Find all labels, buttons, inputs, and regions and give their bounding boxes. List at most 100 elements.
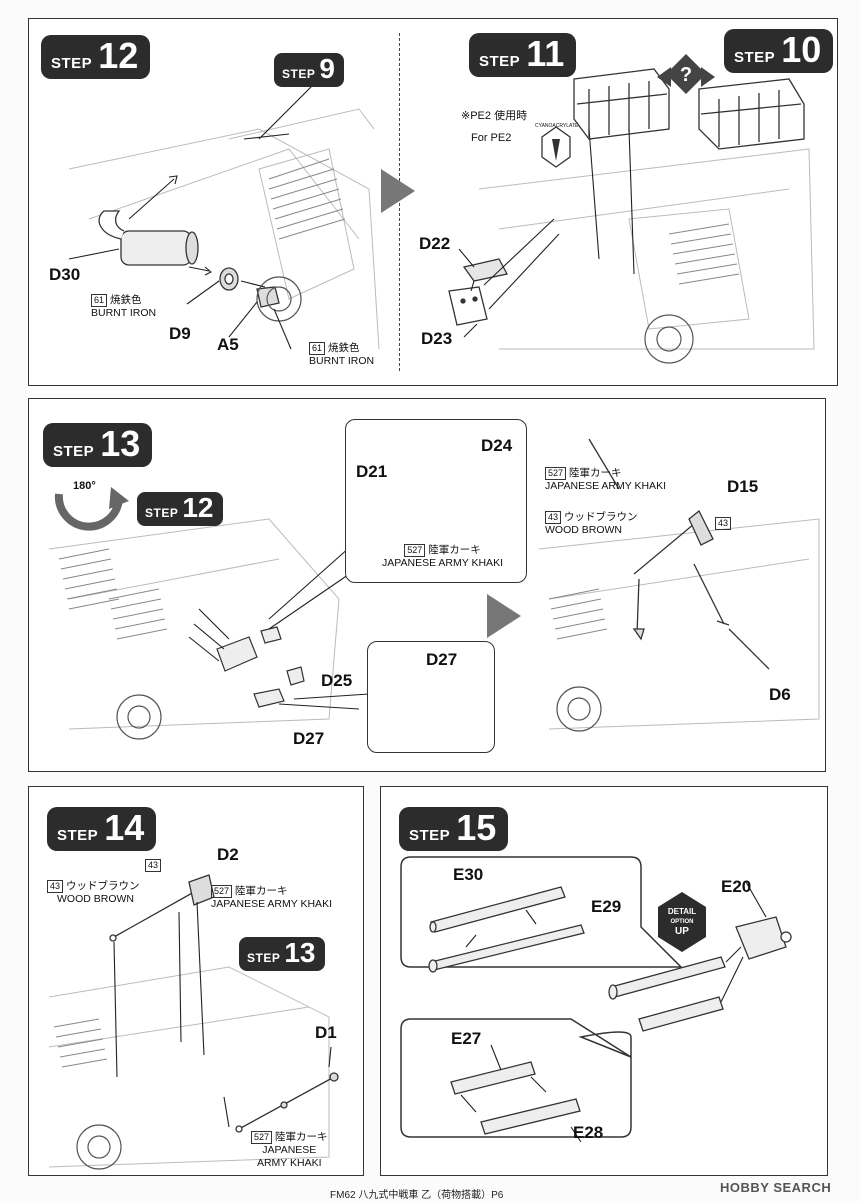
step-number: 11 <box>526 33 565 74</box>
pe2-note-en: For PE2 <box>471 132 512 144</box>
next-step-arrow <box>381 169 415 213</box>
step-word: STEP <box>57 827 99 844</box>
cyanoacrylate-label: CYANOACRYLATE <box>535 123 579 129</box>
step-number: 13 <box>284 937 316 968</box>
paint-code: 527 <box>211 885 233 898</box>
paint-name-en: WOOD BROWN <box>545 524 622 536</box>
part-d27: D27 <box>293 729 325 748</box>
step-number: 12 <box>98 35 139 76</box>
step-word: STEP <box>479 53 521 70</box>
step-10-badge: STEP 10 <box>724 29 834 73</box>
part-e30: E30 <box>453 865 484 884</box>
step15-panel: STEP 15 E30 E29 E20 E27 E28 DETAIL OPTIO… <box>380 786 828 1176</box>
e30-e29-detail-bubble <box>400 856 683 968</box>
paint-code: 61 <box>309 342 326 355</box>
rotate-180-label: 180° <box>73 480 96 492</box>
step-13-badge: STEP 13 <box>43 423 153 467</box>
paint-code: 43 <box>145 859 162 872</box>
alternate-option-icon: ? <box>657 54 715 94</box>
detail-bubble-d27: D27 <box>367 641 495 753</box>
part-d22: D22 <box>419 234 451 253</box>
step-14-badge: STEP 14 <box>47 807 157 851</box>
step-word: STEP <box>409 827 451 844</box>
paint-name-en: WOOD BROWN <box>57 893 134 905</box>
paint-code: 43 <box>545 511 562 524</box>
paint-code: 527 <box>404 544 426 557</box>
part-e27: E27 <box>451 1029 482 1048</box>
step-number: 13 <box>100 423 141 464</box>
step-word: STEP <box>282 67 316 81</box>
part-a5: A5 <box>217 335 239 354</box>
paint-name-en: JAPANESE ARMY KHAKI <box>545 480 666 492</box>
next-step-arrow <box>487 594 521 638</box>
part-d1: D1 <box>315 1023 337 1042</box>
step-9-ref-badge: STEP 9 <box>274 53 344 87</box>
paint-ref-43-d2: 43 <box>145 859 164 872</box>
part-d25: D25 <box>321 671 353 690</box>
step-number: 9 <box>319 53 335 84</box>
part-d23: D23 <box>421 329 453 348</box>
step-number: 12 <box>182 492 214 523</box>
step-word: STEP <box>51 55 93 72</box>
svg-text:?: ? <box>680 64 692 86</box>
paint-code: 527 <box>251 1131 273 1144</box>
part-d6: D6 <box>769 685 791 704</box>
step-number: 10 <box>781 29 822 70</box>
step-13-ref-badge: STEP 13 <box>239 937 325 971</box>
paint-name-jp: 陸軍カーキ <box>235 885 288 897</box>
cyanoacrylate-glue-icon <box>541 126 571 168</box>
paint-name-en: BURNT IRON <box>309 355 375 367</box>
paint-name-en-2: ARMY KHAKI <box>256 1157 322 1169</box>
step-12-ref-badge: STEP 12 <box>137 492 223 526</box>
paint-name-en: JAPANESE ARMY KHAKI <box>382 557 503 569</box>
step-number: 14 <box>104 807 145 848</box>
option-word: OPTION <box>670 919 694 925</box>
paint-ref-43-d15: 43 <box>715 517 734 530</box>
paint-name-en: BURNT IRON <box>91 307 157 319</box>
step-12-badge: STEP 12 <box>41 35 151 79</box>
pe2-note-jp: ※PE2 使用時 <box>461 110 528 122</box>
paint-name-jp: 焼鉄色 <box>328 342 360 354</box>
step12-assembly-drawing: ? <box>68 54 815 364</box>
paint-name-en: JAPANESE <box>262 1144 317 1156</box>
page-footer: FM62 八九式中戦車 乙（荷物搭載）P6 <box>330 1190 504 1201</box>
paint-name-jp: 焼鉄色 <box>110 294 142 306</box>
step-15-badge: STEP 15 <box>399 807 509 851</box>
step-number: 15 <box>456 807 497 848</box>
detail-option-up-label: DETAIL OPTION UP <box>661 907 703 937</box>
paint-name-jp: ウッドブラウン <box>66 880 140 892</box>
part-d9: D9 <box>169 324 191 343</box>
part-d2: D2 <box>217 845 239 864</box>
paint-name-jp: 陸軍カーキ <box>428 544 481 556</box>
step-word: STEP <box>247 951 281 965</box>
paint-name-jp: ウッドブラウン <box>564 511 638 523</box>
part-d21: D21 <box>356 462 388 481</box>
step14-assembly-drawing <box>48 874 339 1170</box>
paint-code: 43 <box>47 880 64 893</box>
rotate-arrow-icon <box>54 493 123 531</box>
muffler-body <box>120 230 192 266</box>
step15-assembly-drawing <box>400 856 792 1143</box>
step-word: STEP <box>734 49 776 66</box>
paint-code: 527 <box>545 467 567 480</box>
part-d15: D15 <box>727 477 759 496</box>
step12-11-panel: ? STEP 12 STEP 9 <box>28 18 838 386</box>
step-11-badge: STEP 11 <box>469 33 577 77</box>
step-word: STEP <box>53 443 95 460</box>
watermark: HOBBY SEARCH <box>720 1180 832 1195</box>
part-d30: D30 <box>49 265 81 284</box>
detail-word: DETAIL <box>667 907 697 916</box>
detail-option-up-icon <box>658 892 706 952</box>
step-word: STEP <box>145 506 179 520</box>
